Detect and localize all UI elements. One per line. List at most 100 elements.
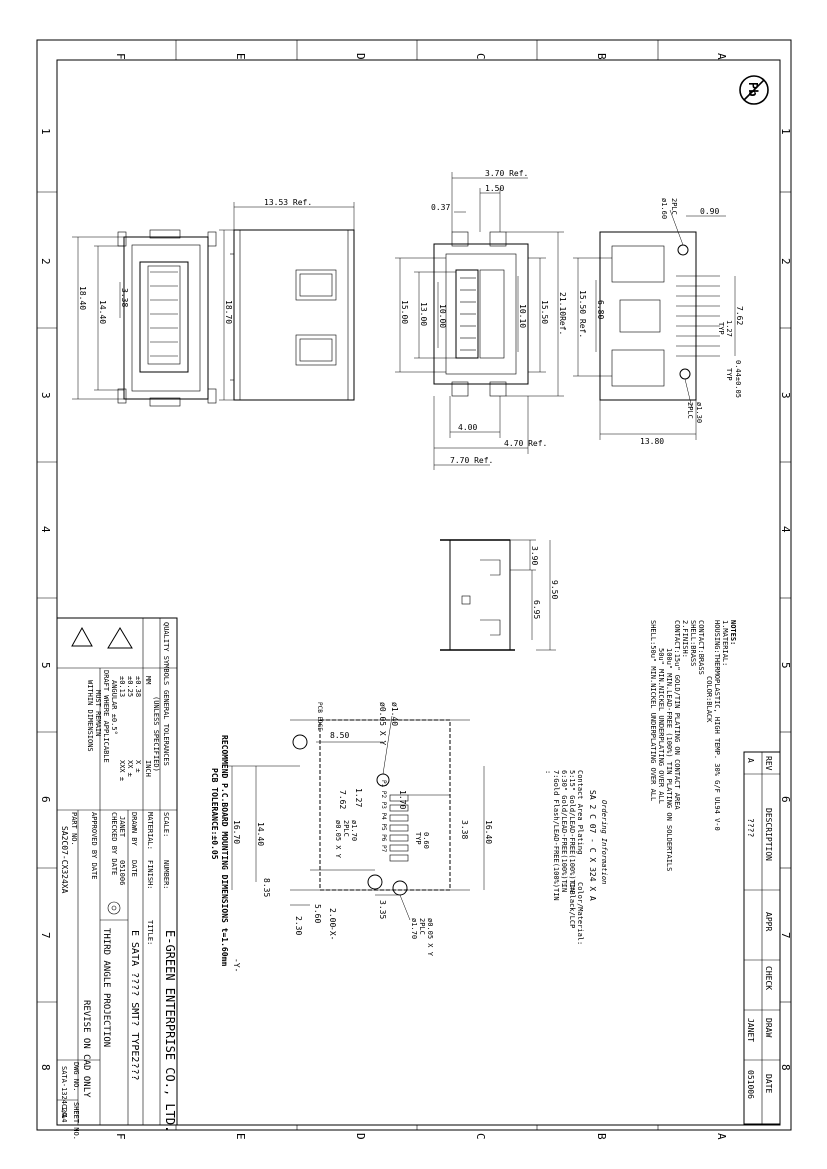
- tb-gen-tol: GENERAL TOLERANCES: [162, 690, 170, 766]
- pcb-dim-8-50: 8.50: [330, 731, 349, 740]
- pcb-dim-16-40: 16.40: [484, 820, 493, 844]
- dim-front-2: 14.40: [98, 300, 107, 324]
- border-number: 1: [779, 128, 792, 135]
- pcb-fcf-3: ø0.05 X Y: [426, 918, 434, 957]
- rev-header: CHECK: [764, 966, 773, 990]
- notes-line: NOTES:: [729, 620, 737, 645]
- border-number: 7: [779, 932, 792, 939]
- dim-rear-9: 4.00: [458, 423, 477, 432]
- notes-line: 50u" MIN.NICKEL UNDERPLATING OVER ALL: [657, 648, 665, 804]
- surface-finish-icon: [71, 626, 93, 647]
- notes-line: 1.MATERIAL:: [721, 620, 729, 666]
- notes-line: COLOR:BLACK: [705, 676, 713, 723]
- tb-size: A4: [60, 1114, 68, 1122]
- tb-drawn-date-label: DATE: [130, 860, 138, 877]
- dim-top-5: 7.62: [735, 306, 744, 325]
- tb-approved: APPROVED BY DATE: [90, 812, 98, 879]
- tb-projection: THIRD ANGLE PROJECTION: [101, 928, 111, 1047]
- pcb-dim-16-70: 16.70: [232, 820, 241, 844]
- pcb-dim-0-60: 0.60: [422, 832, 430, 849]
- dim-detail-0: 3.90: [530, 546, 539, 565]
- tb-tol-row: XXX ±: [118, 760, 126, 781]
- ordering-line: Contact Area Plating: [576, 770, 584, 854]
- pcb-fcf-2: ø0.05 X Y: [334, 820, 342, 859]
- tb-number: NUMBER:: [162, 860, 170, 890]
- dim-rear-2: 1.50: [485, 184, 504, 193]
- border-number: 7: [39, 932, 52, 939]
- tb-drawn: DRAWN BY: [130, 812, 138, 847]
- rev-value: 051006: [746, 1070, 755, 1099]
- pcb-dim-2-30: 2.30: [294, 916, 303, 935]
- pcb-dim-7-62: 7.62: [338, 790, 347, 809]
- tb-title: E SATA ???? SMT? TYPE2???: [129, 930, 140, 1081]
- dim-rear-11: 7.70 Ref.: [450, 456, 493, 465]
- pcb-dim-1-27: 1.27: [354, 788, 363, 807]
- border-letter: E: [234, 1133, 247, 1140]
- rev-header: DATE: [764, 1074, 773, 1093]
- dim-detail-2: 6.95: [532, 600, 541, 619]
- dim-top-9: TYP: [725, 368, 733, 381]
- pcb-edge-label: PCB EDGE: [316, 702, 323, 731]
- border-letter: C: [474, 53, 487, 60]
- tb-finish: FINISH:: [146, 860, 154, 890]
- dim-side-1: 13.53 Ref.: [264, 198, 312, 207]
- surface-finish-icon: [107, 627, 133, 649]
- tb-tol-row: ±0.25: [126, 676, 134, 697]
- notes-line: 100u" MIN.LEAD-FREE (100%) TIN PLATING O…: [665, 648, 673, 871]
- pcb-layout: 8.50 2.00 5.60 3.35 2.30 ø1.40 ø0.05 X Y…: [210, 702, 493, 972]
- ordering-code: SA 2 C 07 - C X 324 X A: [588, 790, 597, 901]
- dim-top-12: 13.80: [640, 437, 664, 446]
- rev-header: DRAW: [764, 1018, 773, 1037]
- border-number: 5: [39, 662, 52, 669]
- border-number: 8: [39, 1064, 52, 1071]
- tb-company: E-GREEN ENTERPRISE CO., LTD.: [163, 930, 177, 1132]
- border-letter: C: [474, 1133, 487, 1140]
- pcb-dim-5-60: 5.60: [313, 904, 322, 923]
- rev-value: ????: [746, 818, 755, 837]
- pcb-fcf-1: ø0.05 X Y: [378, 702, 387, 746]
- pcb-dim-2plc-b: 2PLC: [418, 918, 426, 935]
- ordering-line: 5:15" Gold/LEAD-FREE(100%)TIN: [568, 770, 576, 892]
- dim-front-3: 3.38: [120, 288, 129, 307]
- rev-value: JANET: [746, 1018, 755, 1042]
- pcb-dim-8-35: 8.35: [262, 878, 271, 897]
- tb-title-label: TITLE:: [146, 920, 154, 945]
- dim-top-6: 1.27: [725, 320, 733, 337]
- pcb-dim-3-35: 3.35: [378, 900, 387, 919]
- border-number: 8: [779, 1064, 792, 1071]
- border-letter: A: [715, 1133, 728, 1140]
- tb-drawn-date: 051006: [118, 860, 126, 885]
- pcb-dim-2plc: 2PLC: [342, 820, 350, 837]
- ordering-title: Ordering Information: [600, 800, 608, 884]
- border-letter: D: [354, 1133, 367, 1140]
- border-number: 1: [39, 128, 52, 135]
- pcb-dim-14-40: 14.40: [256, 822, 265, 846]
- notes-line: CONTACT:15u" GOLD/TIN PLATING ON CONTACT…: [673, 620, 681, 810]
- pcb-dim-3-38: 3.38: [460, 820, 469, 839]
- ordering-line: 7:Gold Flash/LEAD-FREE(100%)TIN: [552, 770, 560, 901]
- tb-within: WITHIN DIMENSIONS: [86, 680, 94, 752]
- rev-header: DESCRIPTION: [764, 808, 773, 861]
- pcb-datum-y: -Y-: [232, 958, 241, 972]
- border-letter: D: [354, 53, 367, 60]
- pcb-title: RECOMMEND P.C.BOARD MOUNTING DIMENSIONS …: [220, 735, 229, 966]
- detail-view: 3.90 9.50 6.95: [440, 539, 559, 651]
- tb-material: MATERIAL:: [146, 812, 154, 850]
- dim-top-10: ø1.30: [695, 402, 703, 423]
- border-letter: F: [114, 53, 127, 60]
- tb-unless: (UNLESS SPECIFIED): [152, 696, 160, 772]
- dim-detail-1: 9.50: [550, 580, 559, 599]
- ordering-color: Color/Material:: [576, 882, 584, 945]
- border-number: 3: [779, 392, 792, 399]
- border-number: 4: [779, 526, 792, 533]
- dim-rear-0: 0.37: [431, 203, 450, 212]
- dim-top-7: TYP: [717, 322, 725, 335]
- border-letter: E: [234, 53, 247, 60]
- dim-rear-1: 3.70 Ref.: [485, 169, 528, 178]
- pcb-dim-1-70: 1.70: [398, 790, 407, 809]
- notes-line: 2.FINISH:: [681, 620, 689, 658]
- dim-rear-3: 15.00: [400, 300, 409, 324]
- tb-tol-row: ±0.38: [134, 676, 142, 697]
- rev-header: REV: [764, 756, 773, 771]
